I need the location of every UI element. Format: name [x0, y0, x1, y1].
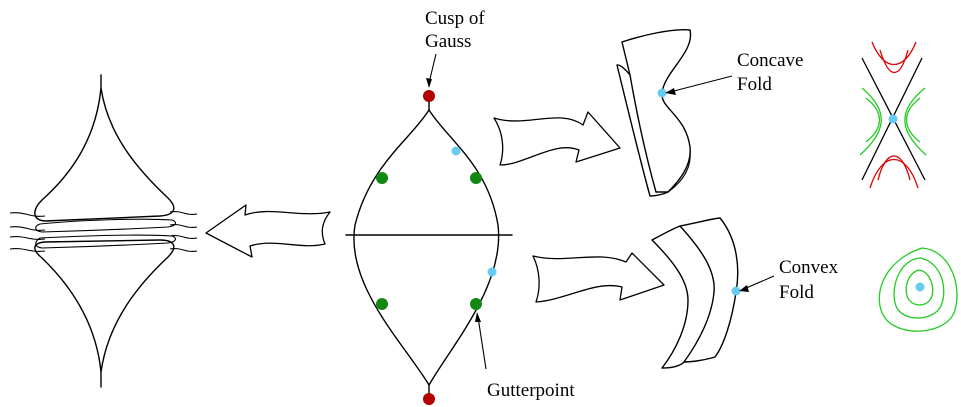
convex-fold-point [731, 286, 741, 296]
saddle-red-top-inner [879, 49, 909, 73]
concave-sheet-outline [621, 28, 692, 193]
saddle-red-bottom-inner [877, 155, 911, 181]
waist-loop-lower [35, 234, 177, 249]
fold-point-upper [451, 146, 461, 156]
saddle-green-right-outer [904, 87, 927, 156]
gutterpoint-pointer-head [475, 312, 481, 322]
concave-pointer-line [669, 75, 733, 93]
convex-sheet-back [651, 225, 689, 369]
cusp-point-top [423, 90, 435, 102]
upper-lobe-curve [34, 74, 175, 222]
lower-right-arrow [532, 252, 665, 303]
gutterpoint-label: Gutterpoint [487, 380, 575, 401]
saddle-red-bottom-outer [869, 159, 919, 189]
convex-fold-surface: Convex Fold [651, 217, 839, 369]
lens-right-curve [428, 109, 500, 386]
elliptic-contour-plot [878, 247, 958, 332]
fold-point-lower [487, 267, 497, 277]
right-band-4 [169, 248, 198, 252]
left-band-4 [9, 248, 46, 252]
concave-pointer-head [665, 88, 676, 95]
concave-label-line2: Fold [737, 74, 772, 95]
left-surface-profile [9, 74, 198, 388]
saddle-contour-plot [859, 41, 927, 189]
saddle-green-left-outer [859, 87, 882, 156]
gutterpoint-pointer-line [477, 316, 487, 370]
elliptic-center-point [915, 282, 925, 292]
concave-label-line1: Concave [737, 50, 803, 71]
parabolic-point-upper-left [376, 172, 388, 184]
left-arrow [205, 204, 331, 258]
left-band-2 [9, 226, 46, 231]
convex-pointer-head [739, 285, 749, 292]
elliptic-ring-inner [905, 269, 934, 306]
concave-sheet-back [616, 64, 669, 197]
lower-lobe-curve [34, 239, 175, 388]
cusp-label-line2: Gauss [425, 31, 471, 52]
concave-fold-surface: Concave Fold [616, 28, 803, 197]
left-band-3 [9, 236, 46, 240]
elliptic-ring-middle [893, 257, 945, 319]
concave-fold-point [657, 88, 667, 98]
convex-sheet-outline [679, 217, 739, 363]
cusp-label-line1: Cusp of [425, 8, 485, 29]
parabolic-point-lower-left [376, 298, 388, 310]
left-band-1 [9, 212, 46, 217]
elliptic-ring-outer [878, 247, 958, 332]
saddle-red-top-outer [871, 41, 917, 66]
parabolic-point-lower-right [470, 298, 482, 310]
saddle-green-left-inner [865, 97, 881, 143]
waist-loop-upper [35, 218, 177, 233]
cusp-point-bottom [423, 393, 435, 405]
saddle-center-point [888, 114, 898, 124]
convex-label-line2: Fold [779, 282, 814, 303]
cusp-pointer-line [428, 53, 437, 84]
saddle-green-right-inner [905, 97, 921, 143]
center-lens-diagram: Cusp of Gauss Gutterpoint [345, 8, 575, 405]
right-band-1 [169, 211, 198, 215]
lens-left-curve [353, 109, 430, 386]
concave-sheet-curl [667, 149, 691, 193]
upper-right-arrow [493, 111, 621, 166]
parabolic-point-upper-right [470, 172, 482, 184]
convex-pointer-line [743, 275, 775, 290]
cusp-pointer-head [426, 78, 432, 88]
right-band-2 [169, 224, 198, 228]
convex-label-line1: Convex [779, 257, 839, 278]
